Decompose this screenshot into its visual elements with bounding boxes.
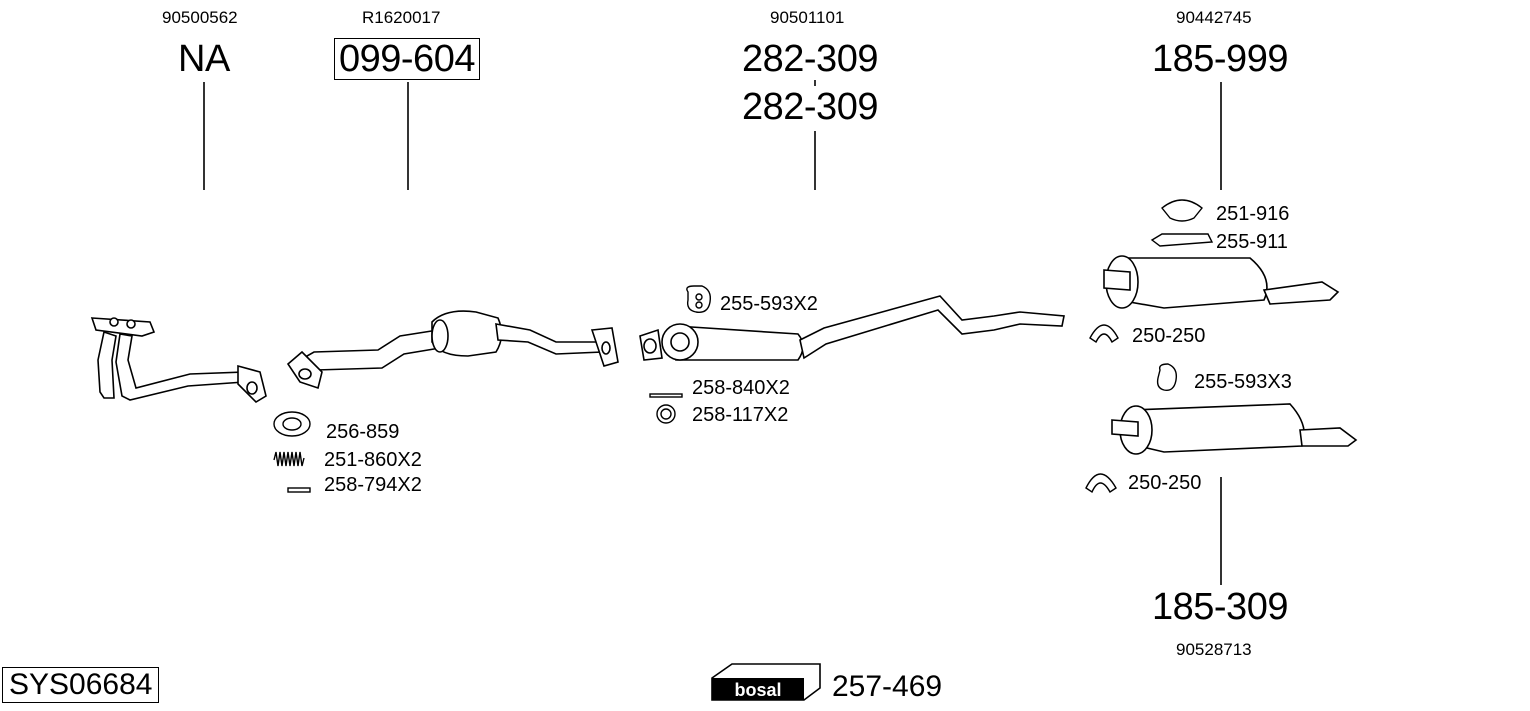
- oe-number-na: 90500562: [162, 8, 238, 27]
- label-front-gasket: 256-859: [326, 421, 400, 443]
- oe-number-099-604: R1620017: [362, 8, 441, 27]
- spring-icon: [273, 451, 305, 467]
- label-mid-ring: 258-117X2: [692, 404, 789, 426]
- bosal-logo: bosal: [711, 663, 821, 701]
- middle-silencer-icon: [639, 295, 1065, 361]
- bolt-icon: [287, 487, 311, 493]
- catalytic-converter-icon: [286, 310, 619, 390]
- label-mid-hanger: 255-593X2: [720, 293, 818, 315]
- label-rear-clamp-top: 251-916: [1216, 203, 1290, 225]
- label-rear-clamp-a: 250-250: [1132, 325, 1206, 347]
- bracket-icon: [1150, 233, 1214, 247]
- bosal-logo-text: bosal: [734, 680, 781, 700]
- part-number-282-309-second: 282-309: [742, 86, 878, 128]
- clamp-a-icon: [1089, 324, 1119, 344]
- front-pipe-icon: [90, 317, 267, 404]
- label-rear-clamp-b: 250-250: [1128, 472, 1202, 494]
- part-number-na: NA: [178, 38, 230, 80]
- part-number-185-999: 185-999: [1152, 38, 1288, 80]
- label-front-bolt: 258-794X2: [324, 474, 422, 496]
- hanger-rear-icon: [1156, 363, 1178, 391]
- label-mid-bolt: 258-840X2: [692, 377, 790, 399]
- rear-silencer-bottom-icon: [1111, 403, 1358, 455]
- label-rear-bracket-top: 255-911: [1216, 231, 1288, 253]
- long-bolt-icon: [649, 393, 683, 398]
- part-number-099-604: 099-604: [334, 38, 480, 80]
- oe-number-185-999: 90442745: [1176, 8, 1252, 27]
- clamp-top-icon: [1161, 199, 1203, 222]
- label-front-spring: 251-860X2: [324, 449, 422, 471]
- system-code-badge: SYS06684: [2, 667, 160, 703]
- clamp-b-icon: [1085, 473, 1117, 494]
- label-rear-hanger: 255-593X3: [1194, 371, 1292, 393]
- part-number-185-309: 185-309: [1152, 586, 1288, 628]
- oe-number-185-309: 90528713: [1176, 640, 1252, 659]
- oe-number-282-309: 90501101: [770, 8, 845, 27]
- part-number-282-309: 282-309: [742, 38, 878, 80]
- kit-number: 257-469: [832, 670, 943, 703]
- rear-silencer-top-icon: [1103, 255, 1340, 309]
